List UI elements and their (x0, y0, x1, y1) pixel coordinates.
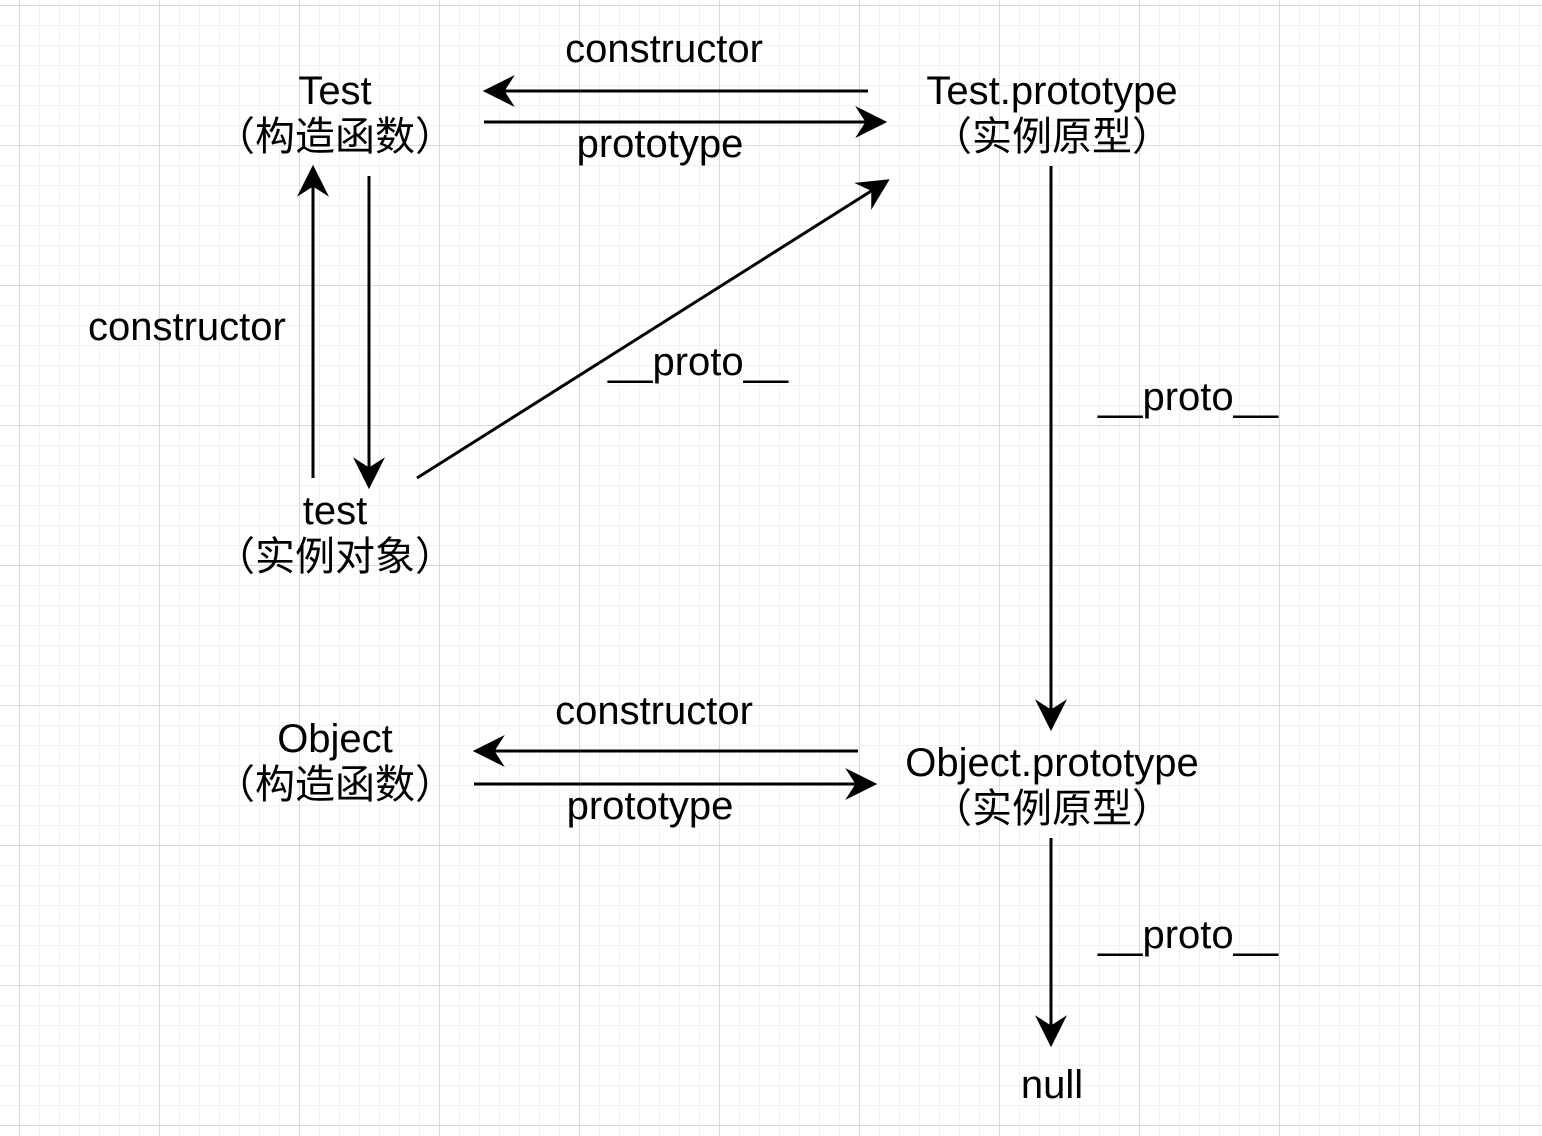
node-object-prototype: Object.prototype （实例原型） (905, 740, 1199, 832)
node-test-instance-desc: （实例对象） (215, 535, 455, 579)
node-null: null (1021, 1062, 1083, 1108)
node-test-constructor-desc: （构造函数） (215, 115, 455, 159)
node-test-constructor-name: Test (298, 69, 372, 113)
node-test-prototype-desc: （实例原型） (932, 115, 1172, 159)
node-test-prototype-name: Test.prototype (926, 69, 1178, 113)
arrow-diag-proto (416, 179, 890, 480)
label-top-constructor: constructor (565, 27, 763, 71)
label-bottom-prototype: prototype (566, 784, 734, 828)
label-left-constructor: constructor (88, 305, 286, 349)
label-diag-proto: __proto__ (608, 340, 789, 384)
label-top-prototype: prototype (576, 122, 744, 166)
node-null-name: null (1020, 1063, 1084, 1107)
label-right-proto: __proto__ (1098, 375, 1279, 419)
node-test-prototype: Test.prototype （实例原型） (926, 68, 1177, 160)
node-object-prototype-desc: （实例原型） (932, 787, 1172, 831)
node-object-prototype-name: Object.prototype (905, 741, 1199, 785)
node-object-constructor: Object （构造函数） (215, 716, 455, 808)
node-object-constructor-name: Object (277, 717, 393, 761)
label-bottom-constructor: constructor (555, 689, 753, 733)
label-null-proto: __proto__ (1098, 913, 1279, 957)
node-object-constructor-desc: （构造函数） (215, 763, 455, 807)
node-test-instance: test （实例对象） (215, 488, 455, 580)
node-test-instance-name: test (302, 489, 368, 533)
node-test-constructor: Test （构造函数） (215, 68, 455, 160)
